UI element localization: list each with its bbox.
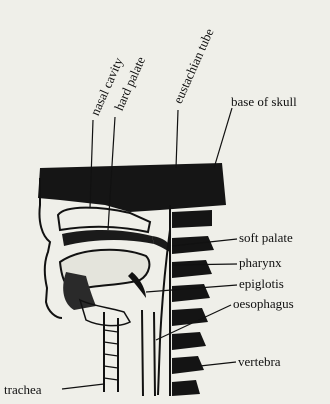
label-pharynx: pharynx — [239, 256, 282, 270]
label-base-of-skull: base of skull — [231, 95, 297, 109]
label-trachea: trachea — [4, 383, 42, 397]
base-of-skull — [38, 163, 226, 212]
label-soft-palate: soft palate — [239, 231, 293, 245]
hard-palate — [62, 230, 154, 246]
leader-vertebra — [200, 362, 236, 366]
vertebrae — [172, 210, 214, 396]
leader-trachea — [62, 384, 104, 389]
leader-eustachian-tube — [176, 110, 178, 168]
tracheal-rings — [104, 330, 118, 380]
oesophagus-tube — [142, 310, 155, 396]
label-vertebra: vertebra — [238, 355, 281, 369]
label-epiglottis: epiglotis — [239, 277, 284, 291]
pharynx-wall — [158, 230, 170, 395]
leader-base-of-skull — [214, 108, 232, 168]
label-oesophagus: oesophagus — [233, 297, 294, 311]
